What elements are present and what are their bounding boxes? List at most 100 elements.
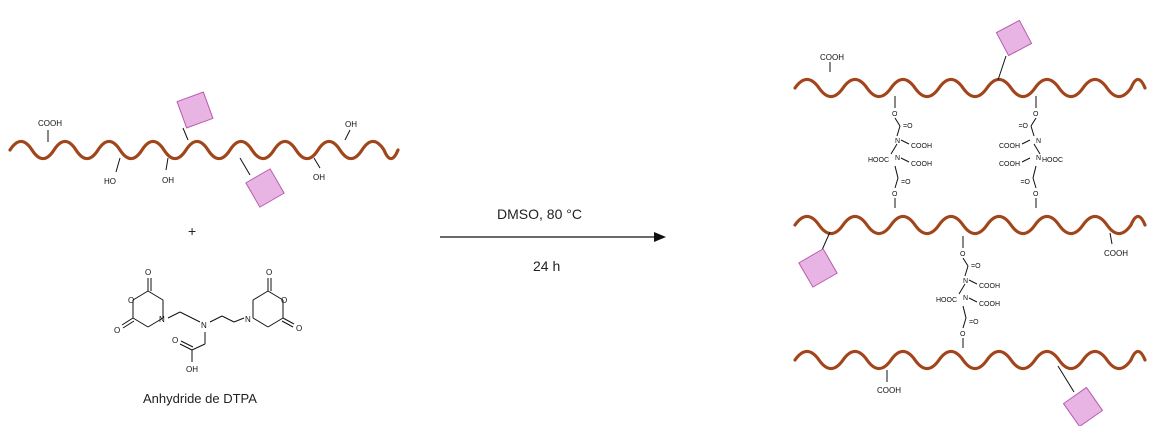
ring-bond [267, 317, 284, 328]
hydroxyl-label: OH [313, 173, 325, 182]
ring-bond [252, 290, 269, 301]
chain-bond [1032, 165, 1037, 179]
carbonyl-bond [180, 340, 194, 348]
carbonyl-bond [122, 320, 135, 329]
chain-bond [894, 165, 899, 179]
chain-bond [179, 311, 193, 319]
polymer-backbone-middle [793, 214, 1147, 236]
ester-bond [962, 317, 967, 329]
cooh-label: COOH [38, 119, 62, 128]
ester-bond [1032, 177, 1037, 189]
sugar-linker [1057, 365, 1075, 393]
ester-oxygen-label: O [892, 111, 898, 118]
chain-bond [191, 343, 206, 351]
chain-bond [890, 143, 898, 155]
condition-time: 24 h [533, 258, 561, 274]
ring-bond [147, 290, 164, 301]
carbonyl-label: =O [901, 179, 911, 186]
nitrogen-label: N [1036, 138, 1041, 145]
chain-bond [896, 125, 901, 137]
ester-bond [962, 257, 969, 267]
cooh-label: COOH [820, 53, 844, 62]
oxygen-label: O [296, 324, 302, 333]
nitrogen-label: N [963, 295, 968, 302]
sugar-unit-square [245, 168, 285, 208]
reaction-arrow [440, 232, 666, 242]
chain-bond [191, 317, 201, 323]
carbonyl-bond [281, 320, 294, 328]
polymer-backbone-top [793, 77, 1147, 99]
sugar-unit-square [995, 19, 1033, 57]
chain-bond [1021, 139, 1031, 145]
oxygen-label: O [145, 268, 151, 277]
chain-bond [968, 279, 978, 285]
ester-bond [894, 117, 901, 127]
chain-bond [900, 157, 910, 163]
hydroxyl-bond [165, 157, 169, 171]
chain-bond [167, 311, 181, 319]
sugar-linker [821, 231, 831, 251]
chain-bond [900, 139, 910, 145]
ester-oxygen-label: O [892, 191, 898, 198]
nitrogen-label: N [895, 155, 900, 162]
nitrogen-label: N [201, 321, 207, 330]
nitrogen-label: N [159, 315, 165, 324]
ring-bond [132, 317, 149, 328]
carboxyl-bond [1109, 232, 1113, 245]
cooh-label: COOH [979, 283, 1000, 290]
sugar-unit-square [1062, 386, 1104, 426]
ester-oxygen-label: O [1033, 191, 1039, 198]
nitrogen-label: N [1036, 155, 1041, 162]
arrow-head [654, 232, 666, 242]
sugar-linker [997, 55, 1007, 81]
sugar-linker [182, 127, 189, 141]
chain-bond [209, 315, 223, 323]
carbonyl-bond [121, 317, 134, 326]
sugar-unit-square [798, 248, 838, 288]
chain-bond [958, 283, 966, 295]
hooc-label: HOOC [936, 297, 957, 304]
hooc-label: HOOC [868, 157, 889, 164]
hydroxyl-label: OH [162, 176, 174, 185]
carbonyl-bond [179, 343, 193, 351]
carbonyl-bond [282, 317, 295, 325]
nitrogen-label: N [245, 315, 251, 324]
sugar-unit-square [176, 91, 214, 129]
hydroxyl-label: OH [186, 365, 198, 374]
chain-bond [221, 315, 235, 323]
cooh-label: COOH [1104, 249, 1128, 258]
oxygen-label: O [266, 268, 272, 277]
carbonyl-label: =O [1018, 123, 1028, 130]
condition-solvent-temp: DMSO, 80 °C [497, 206, 582, 222]
ring-bond [267, 290, 284, 301]
polymer-backbone [8, 139, 400, 161]
hydroxyl-bond [313, 157, 321, 169]
ester-bond [894, 177, 899, 189]
carbonyl-label: =O [971, 263, 981, 270]
hooc-label: HOOC [1042, 157, 1063, 164]
hydroxyl-bond [115, 157, 121, 173]
chain-bond [1021, 157, 1031, 163]
nitrogen-label: N [963, 278, 968, 285]
ring-oxygen-label: O [128, 296, 134, 305]
cooh-label: COOH [979, 301, 1000, 308]
cooh-label: COOH [999, 143, 1020, 150]
oxygen-label: O [114, 326, 120, 335]
chain-bond [964, 265, 969, 277]
ester-oxygen-label: O [960, 251, 966, 258]
plus-sign: + [188, 223, 197, 239]
carbonyl-label: =O [1020, 179, 1030, 186]
nitrogen-label: N [895, 138, 900, 145]
ring-bond [252, 317, 269, 328]
oxygen-label: O [172, 336, 178, 345]
chain-bond [962, 305, 967, 319]
hydroxyl-label: HO [104, 177, 116, 186]
chain-bond [233, 317, 245, 323]
polymer-backbone-bottom [793, 349, 1147, 371]
